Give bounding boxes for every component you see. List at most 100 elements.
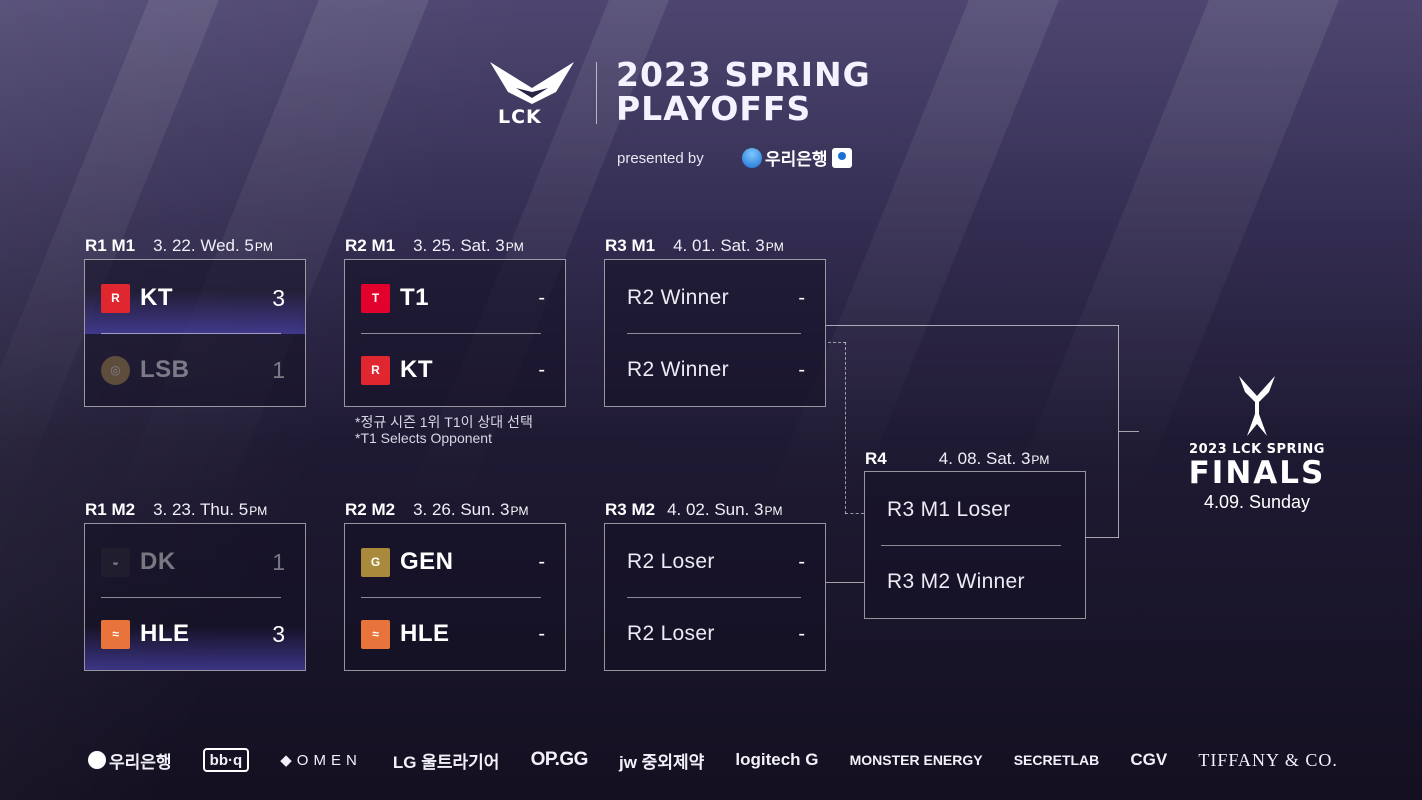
woori-bank-icon: [742, 147, 762, 168]
placeholder-team: R3 M1 Loser: [887, 498, 1011, 521]
match-box-r1m1[interactable]: R KT 3 ◎ LSB 1: [84, 259, 306, 407]
match-date: 3. 25. Sat. 3: [413, 236, 505, 255]
finals-block: 2023 LCK SPRING FINALS 4.09. Sunday: [1162, 374, 1352, 513]
match-box-r2m1[interactable]: T T1 - R KT -: [344, 259, 566, 407]
match-id: R3 M1: [605, 236, 656, 255]
row-divider: [101, 333, 281, 334]
team-name: DK: [140, 548, 176, 575]
team-score: -: [538, 286, 545, 309]
team-row: R2 Loser -: [627, 598, 805, 670]
row-divider: [101, 597, 281, 598]
match-date: 4. 01. Sat. 3: [673, 236, 765, 255]
loser-path-top: [828, 342, 846, 343]
sponsor-opgg: OP.GG: [530, 749, 589, 770]
team-score: 1: [272, 548, 285, 575]
placeholder-team: R2 Winner: [627, 358, 729, 381]
team-score: -: [538, 550, 545, 573]
gen-logo-icon: G: [361, 547, 390, 577]
row-divider: [881, 545, 1061, 546]
match-box-r2m2[interactable]: G GEN - ≈ HLE -: [344, 523, 566, 671]
team-score: -: [538, 622, 545, 645]
team-name: KT: [400, 356, 433, 383]
sponsor-secretlab: SECRETLAB: [1013, 752, 1100, 768]
team-row: T T1 -: [361, 262, 545, 334]
connector-to-finals: [1119, 431, 1139, 432]
team-row: G GEN -: [361, 526, 545, 598]
match-time-suffix: PM: [1031, 453, 1050, 467]
match-time-suffix: PM: [765, 240, 784, 254]
team-score: 1: [272, 356, 285, 383]
team-row: R KT -: [361, 334, 545, 406]
lck-wings-icon: [490, 62, 574, 104]
match-time-suffix: PM: [505, 240, 524, 254]
dk-logo-icon: ◒: [101, 547, 130, 577]
team-score: 3: [272, 620, 285, 647]
match-box-r3m2[interactable]: R2 Loser - R2 Loser -: [604, 523, 826, 671]
sponsor-bbq: bb·q: [202, 748, 250, 772]
match-time-suffix: PM: [254, 240, 273, 254]
team-score: 3: [272, 284, 285, 311]
sponsor-bar: 우리은행 bb·q ◆OMEN LG 울트라기어 OP.GG jw 중외제약 l…: [88, 742, 1338, 778]
title-line1: 2023 SPRING: [616, 55, 871, 94]
placeholder-team: R2 Winner: [627, 286, 729, 309]
lck-logo-text: LCK: [498, 106, 542, 128]
title-sponsor-name: 우리은행: [765, 150, 828, 169]
lsb-logo-icon: ◎: [101, 355, 130, 385]
match-time-suffix: PM: [510, 504, 529, 518]
kt-logo-icon: R: [361, 355, 390, 385]
presented-by-text: presented by: [617, 150, 704, 167]
loser-path-vertical: [845, 342, 846, 514]
team-row: R3 M2 Winner: [887, 546, 1065, 618]
team-row: R KT 3: [85, 262, 305, 334]
team-score: -: [798, 550, 805, 573]
match-id: R3 M2: [605, 500, 656, 519]
team-score: -: [538, 358, 545, 381]
connector-r4-out: [1085, 537, 1119, 538]
match-date: 3. 22. Wed. 5: [153, 236, 254, 255]
sponsor-logitech: logitech G: [735, 750, 819, 769]
team-row: ≈ HLE 3: [85, 598, 305, 670]
row-divider: [361, 597, 541, 598]
team-score: -: [798, 622, 805, 645]
sponsor-jw: jw 중외제약: [619, 752, 705, 772]
match-box-r4[interactable]: R3 M1 Loser R3 M2 Winner: [864, 471, 1086, 619]
team-name: KT: [140, 284, 173, 311]
match-time-suffix: PM: [764, 504, 783, 518]
placeholder-team: R2 Loser: [627, 550, 715, 573]
match-id: R1 M1: [85, 236, 136, 255]
loser-path-bottom: [845, 513, 864, 514]
sponsor-tiffany: TIFFANY & CO.: [1198, 749, 1338, 770]
team-row: R2 Winner -: [627, 262, 805, 334]
header: LCK 2023 SPRING PLAYOFFS presented by 우리…: [480, 52, 950, 182]
team-name: GEN: [400, 548, 454, 575]
team-score: -: [798, 286, 805, 309]
t1-logo-icon: T: [361, 283, 390, 313]
note-korean: *정규 시즌 1위 T1이 상대 선택: [355, 414, 533, 430]
kt-logo-icon: R: [101, 283, 130, 313]
team-row: R2 Loser -: [627, 526, 805, 598]
connector-r3m2-out: [826, 582, 864, 583]
row-divider: [361, 333, 541, 334]
match-date: 4. 02. Sun. 3: [667, 500, 764, 519]
woori-bank-icon: [88, 751, 106, 769]
header-divider: [596, 62, 597, 124]
team-row: ◒ DK 1: [101, 526, 285, 598]
team-row: ≈ HLE -: [361, 598, 545, 670]
connector-r3m1-out: [826, 325, 1119, 326]
match-box-r3m1[interactable]: R2 Winner - R2 Winner -: [604, 259, 826, 407]
note-english: *T1 Selects Opponent: [355, 430, 492, 446]
won-app-icon: [831, 147, 852, 168]
team-row: ◎ LSB 1: [101, 334, 285, 406]
row-divider: [627, 333, 801, 334]
finals-title: FINALS: [1188, 455, 1326, 491]
hle-logo-icon: ≈: [361, 619, 390, 649]
match-box-r1m2[interactable]: ◒ DK 1 ≈ HLE 3: [84, 523, 306, 671]
sponsor-label: 우리은행: [109, 752, 172, 772]
placeholder-team: R2 Loser: [627, 622, 715, 645]
